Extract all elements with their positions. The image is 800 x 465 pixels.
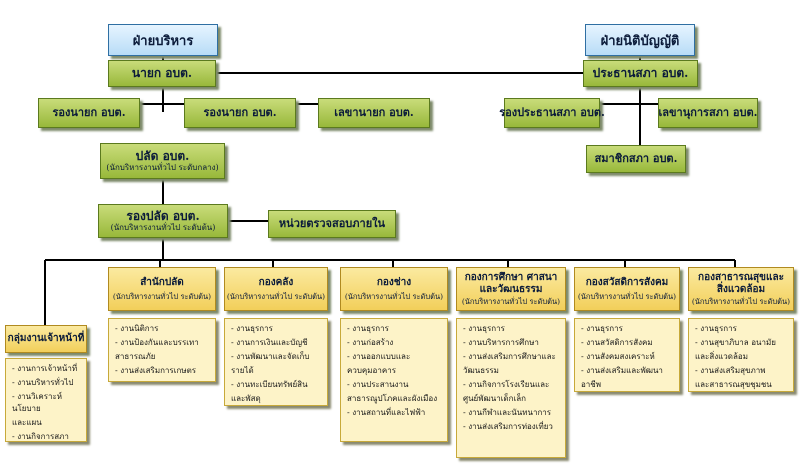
- dept-level: (นักบริหารงานทั่วไป ระดับต้น): [112, 292, 212, 301]
- dept-name: กองสาธารณสุขและ: [698, 272, 784, 283]
- list-item: - งานกีฬาและนันทนาการ: [463, 408, 552, 417]
- list-item: อาชีพ: [581, 380, 601, 389]
- list-item: - งานพัฒนาและจัดเก็บ: [231, 352, 310, 361]
- staff-group-title: กลุ่มงานเจ้าหน้าที่: [7, 333, 85, 344]
- list-item: - งานธุรการ: [695, 324, 737, 333]
- list-item: - งานกิจการสภา: [12, 432, 69, 441]
- council-vice-label: รองประธานสภา อบต.: [499, 105, 605, 119]
- dept-name-line2: สิ่งแวดล้อม: [716, 284, 766, 295]
- council-members-label: สมาชิกสภา อบต.: [594, 151, 678, 165]
- dept-name-line2: และวัฒนธรรม: [479, 284, 543, 295]
- council-secretary-label: เลขานุการสภา อบต.: [658, 105, 758, 119]
- chief-admin-label: ปลัด อบต.: [135, 148, 190, 163]
- dept-name: กองการศึกษา ศาสนา: [464, 272, 558, 283]
- dept-engineering-list: - งานธุรการ - งานก่อสร้าง - งานออกแบบและ…: [340, 318, 448, 442]
- council-vice-box: รองประธานสภา อบต.: [499, 98, 605, 128]
- council-members-box: สมาชิกสภา อบต.: [586, 145, 686, 173]
- deputy-chief-box: รองปลัด อบต. (นักบริหารงานทั่วไป ระดับต้…: [98, 204, 228, 238]
- list-item: - งานส่งเสริมสุขภาพ: [695, 366, 766, 375]
- internal-audit-box: หน่วยตรวจสอบภายใน: [268, 210, 396, 238]
- dept-name: กองคลัง: [258, 277, 294, 288]
- dept-level: (นักบริหารงานทั่วไป ระดับต้น): [226, 292, 326, 301]
- council-president-label: ประธานสภา อบต.: [592, 65, 689, 80]
- dept-level: (นักบริหารงานทั่วไป ระดับต้น): [461, 297, 561, 306]
- deputy-mayor-1-box: รองนายก อบต.: [38, 98, 140, 128]
- list-item: และสิ่งแวดล้อม: [695, 352, 748, 361]
- staff-group-box: กลุ่มงานเจ้าหน้าที่: [5, 325, 87, 353]
- list-item: ควบคุมอาคาร: [347, 366, 396, 375]
- dept-education-list: - งานธุรการ - งานบริหารการศึกษา - งานส่ง…: [456, 318, 566, 458]
- list-item: - งานประสานงาน: [347, 380, 409, 389]
- dept-name: สำนักปลัด: [140, 277, 184, 288]
- list-item: และสาธารณสุขชุมชน: [695, 380, 772, 389]
- list-item: - งานก่อสร้าง: [347, 338, 394, 347]
- list-item: - งานนิติการ: [115, 324, 159, 333]
- list-item: ศูนย์พัฒนาเด็กเล็ก: [463, 394, 526, 403]
- list-item: - งานสังคมสงเคราะห์: [581, 352, 655, 361]
- executive-header-label: ฝ่ายบริหาร: [132, 33, 194, 49]
- list-item: - งานธุรการ: [463, 324, 505, 333]
- deputy-chief-level: (นักบริหารงานทั่วไป ระดับต้น): [110, 223, 216, 233]
- dept-social-welfare: กองสวัสดิการสังคม (นักบริหารงานทั่วไป ระ…: [574, 267, 680, 311]
- legislative-header-label: ฝ่ายนิติบัญญัติ: [600, 33, 680, 49]
- dept-level: (นักบริหารงานทั่วไป ระดับต้น): [691, 297, 791, 306]
- deputy-mayor-2-box: รองนายก อบต.: [184, 98, 296, 128]
- list-item: - งานการเจ้าหน้าที่: [12, 364, 78, 373]
- list-item: สาธารณูปโภคและผังเมือง: [347, 394, 438, 403]
- list-item: - งานกิจการโรงเรียนและ: [463, 380, 550, 389]
- list-item: วัฒนธรรม: [463, 366, 499, 375]
- deputy-mayor-1-label: รองนายก อบต.: [52, 105, 126, 119]
- staff-group-list: - งานการเจ้าหน้าที่ - งานบริหารทั่วไป - …: [5, 358, 87, 442]
- list-item: และพัสดุ: [231, 394, 261, 403]
- list-item: - งานทะเบียนทรัพย์สิน: [231, 380, 308, 389]
- list-item: สาธารณภัย: [115, 352, 156, 361]
- list-item: รายได้: [231, 366, 254, 375]
- internal-audit-label: หน่วยตรวจสอบภายใน: [278, 216, 386, 230]
- council-president-box: ประธานสภา อบต.: [583, 60, 698, 87]
- dept-finance: กองคลัง (นักบริหารงานทั่วไป ระดับต้น): [224, 267, 328, 311]
- list-item: - งานส่งเสริมการท่องเที่ยว: [463, 422, 553, 431]
- list-item: - งานส่งเสริมและพัฒนา: [581, 366, 663, 375]
- list-item: - งานป้องกันและบรรเทา: [115, 338, 199, 347]
- mayor-box: นายก อบต.: [108, 60, 216, 87]
- dept-name: กองสวัสดิการสังคม: [585, 277, 669, 288]
- deputy-mayor-2-label: รองนายก อบต.: [203, 105, 277, 119]
- mayor-secretary-box: เลขานายก อบต.: [318, 98, 430, 128]
- dept-name: กองช่าง: [376, 277, 412, 288]
- deputy-chief-label: รองปลัด อบต.: [126, 208, 200, 223]
- legislative-header: ฝ่ายนิติบัญญัติ: [585, 24, 695, 56]
- list-item: - งานสวัสดิการสังคม: [581, 338, 653, 347]
- dept-level: (นักบริหารงานทั่วไป ระดับต้น): [577, 292, 677, 301]
- mayor-label: นายก อบต.: [131, 65, 193, 80]
- list-item: - งานธุรการ: [347, 324, 389, 333]
- dept-public-health-list: - งานธุรการ - งานสุขาภิบาล อนามัย และสิ่…: [688, 318, 794, 392]
- dept-level: (นักบริหารงานทั่วไป ระดับต้น): [344, 292, 444, 301]
- chief-admin-level: (นักบริหารงานทั่วไป ระดับกลาง): [106, 163, 219, 173]
- dept-education: กองการศึกษา ศาสนา และวัฒนธรรม (นักบริหาร…: [456, 267, 566, 311]
- list-item: และแผน: [12, 418, 42, 427]
- list-item: - งานส่งเสริมการเกษตร: [115, 366, 197, 375]
- dept-office-of-chief-list: - งานนิติการ - งานป้องกันและบรรเทา สาธาร…: [108, 318, 216, 382]
- list-item: - งานการเงินและบัญชี: [231, 338, 308, 347]
- dept-public-health: กองสาธารณสุขและ สิ่งแวดล้อม (นักบริหารงา…: [688, 267, 794, 311]
- list-item: - งานบริหารการศึกษา: [463, 338, 539, 347]
- council-secretary-box: เลขานุการสภา อบต.: [658, 98, 758, 128]
- dept-finance-list: - งานธุรการ - งานการเงินและบัญชี - งานพั…: [224, 318, 328, 406]
- chief-admin-box: ปลัด อบต. (นักบริหารงานทั่วไป ระดับกลาง): [100, 143, 225, 179]
- list-item: - งานส่งเสริมการศึกษาและ: [463, 352, 556, 361]
- executive-header: ฝ่ายบริหาร: [108, 24, 218, 56]
- list-item: - งานออกแบบและ: [347, 352, 411, 361]
- list-item: - งานธุรการ: [231, 324, 273, 333]
- list-item: - งานบริหารทั่วไป: [12, 378, 74, 387]
- dept-engineering: กองช่าง (นักบริหารงานทั่วไป ระดับต้น): [340, 267, 448, 311]
- list-item: - งานสถานที่และไฟฟ้า: [347, 408, 426, 417]
- mayor-secretary-label: เลขานายก อบต.: [334, 105, 414, 119]
- dept-office-of-chief: สำนักปลัด (นักบริหารงานทั่วไป ระดับต้น): [108, 267, 216, 311]
- dept-social-welfare-list: - งานธุรการ - งานสวัสดิการสังคม - งานสัง…: [574, 318, 680, 392]
- list-item: - งานวิเคราะห์นโยบาย: [12, 392, 63, 413]
- list-item: - งานธุรการ: [581, 324, 623, 333]
- list-item: - งานสุขาภิบาล อนามัย: [695, 338, 776, 347]
